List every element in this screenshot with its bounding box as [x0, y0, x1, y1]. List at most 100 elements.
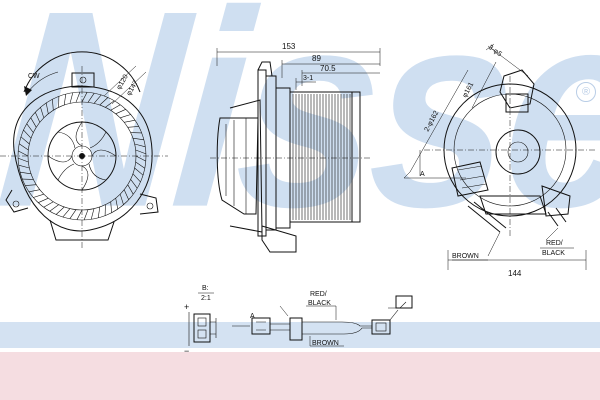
fan-blade: [38, 197, 49, 203]
red-black-wire: [302, 321, 372, 327]
fan-wheel-end-ring: [351, 91, 361, 223]
motor-body: [216, 117, 259, 215]
fan-blade: [90, 208, 95, 220]
fan-blade: [19, 143, 29, 151]
diameter-147-label: φ147: [126, 79, 140, 97]
red-black-pointer: [306, 305, 337, 320]
top-connector-lead: [388, 301, 407, 321]
grommet: [289, 317, 303, 341]
fan-blade: [45, 102, 49, 114]
dim-162-line: [403, 69, 469, 179]
fan-blade: [132, 173, 141, 183]
fan-blade: [18, 150, 29, 157]
fan-blade: [97, 206, 101, 218]
dim-153: 153: [282, 42, 296, 51]
fan-blade: [55, 206, 65, 215]
left-mount-hole: [12, 200, 20, 208]
brown-wire: [302, 327, 372, 335]
fan-blade: [25, 184, 37, 186]
fan-blade: [110, 104, 121, 111]
rear-red-black-label-2: BLACK: [542, 250, 565, 257]
dim-144: 144: [508, 269, 522, 278]
dim-161-label: φ161: [462, 81, 476, 99]
connector-a-label: A: [250, 313, 255, 320]
rear-brown-label: BROWN: [452, 253, 479, 260]
brown-wire-lead: [467, 201, 507, 233]
connector-a-body: [251, 317, 271, 335]
fan-blade: [87, 93, 95, 103]
fan-blade: [120, 114, 131, 119]
fan-blade: [110, 201, 112, 213]
brown-leader: [452, 231, 501, 261]
footer-band-blue: [0, 322, 600, 348]
bottom-bracket: [261, 225, 297, 253]
fan-blade: [26, 123, 34, 133]
mid-connector-slot: [375, 322, 387, 332]
fan-blade: [135, 149, 147, 155]
rear-red-black-label-1: RED/: [546, 240, 563, 247]
fan-blade: [81, 92, 88, 103]
fan-blade: [43, 201, 54, 208]
left-mounting-tab: [5, 189, 29, 213]
fan-blade: [83, 209, 89, 221]
fan-blade: [17, 157, 29, 163]
top-connector: [395, 295, 413, 309]
fan-blade: [127, 126, 139, 128]
right-connector: [541, 185, 571, 217]
plug-pin-2: [197, 329, 207, 339]
mid-connector: [371, 319, 391, 335]
dim-3-1: 3-1: [303, 75, 313, 82]
minus-terminal-sign: −: [184, 346, 189, 356]
plug-pin-1: [197, 317, 207, 327]
connector-a-wires: [256, 321, 290, 331]
plus-terminal-sign: +: [184, 302, 189, 312]
dim-161-line: [471, 61, 497, 109]
top-mount-hole: [79, 76, 87, 84]
plug-connector: [193, 313, 211, 343]
fan-blade: [123, 189, 129, 200]
wiring-detail: B: 2:1 + − A RED/ BLACK B: [184, 285, 413, 356]
dim-70-5: 70.5: [320, 64, 336, 73]
fan-blade: [115, 198, 119, 210]
side-view: 153 89 70.5 3-1: [210, 42, 381, 253]
fan-blade: [134, 143, 146, 148]
front-centerlines: [0, 66, 168, 250]
fan-blade: [49, 204, 59, 212]
fan-blade: [30, 117, 37, 128]
dim-3-1-line: [295, 78, 316, 90]
fan-blades: [17, 91, 147, 221]
red-black-wire-lead: [547, 207, 567, 227]
fan-blade: [76, 209, 83, 220]
fan-blade: [105, 100, 115, 108]
fan-blade: [115, 109, 126, 115]
registered-mark: ®: [576, 82, 596, 102]
plug-lock: [210, 318, 217, 338]
fan-blade: [69, 209, 77, 219]
holes-label: 3-φ5: [487, 44, 503, 58]
wiring-red-black-label-2: BLACK: [308, 300, 331, 307]
motor-can: [495, 129, 541, 175]
motor-flange: [229, 99, 263, 233]
fan-blade: [134, 167, 144, 176]
fan-blade: [23, 129, 32, 139]
red-black-leader: [279, 305, 289, 317]
fan-blade: [119, 194, 124, 205]
top-boss: [499, 69, 535, 109]
view-b-label: B:: [202, 285, 209, 292]
fan-blade: [20, 171, 32, 175]
bottom-terminal: [479, 195, 547, 215]
fan-blade: [40, 107, 45, 118]
motor-ribs: [225, 118, 247, 214]
top-connector: [505, 93, 529, 113]
terminal-lines: [457, 165, 487, 189]
red-black-leader: [540, 227, 574, 249]
dim-89: 89: [312, 54, 321, 63]
view-a-leader: [404, 150, 466, 179]
fan-blade: [62, 208, 71, 218]
wiring-red-black-label-1: RED/: [310, 291, 327, 298]
fan-blade: [127, 184, 134, 195]
fan-blade: [135, 161, 145, 169]
fan-housing: [13, 85, 153, 232]
fan-blade: [99, 97, 109, 106]
